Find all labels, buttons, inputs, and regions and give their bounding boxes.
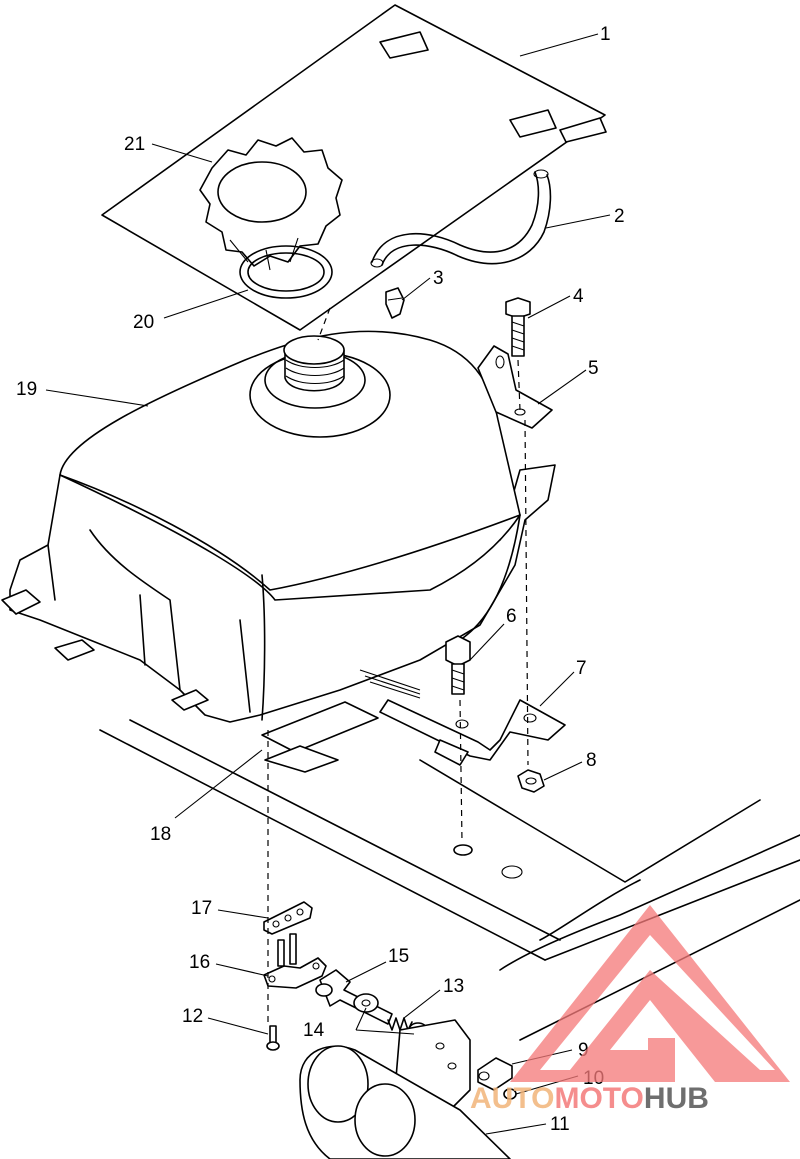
callout-11: 11 [550, 1114, 570, 1135]
callout-12: 12 [182, 1006, 203, 1027]
callout-19: 19 [16, 379, 37, 400]
watermark-text: AUTOMOTOHUB [470, 1082, 709, 1115]
part-3-vent-fitting [385, 287, 405, 319]
part-17-plate [263, 901, 313, 935]
watermark-triangle-icon [510, 905, 790, 1082]
callout-3: 3 [433, 268, 444, 289]
callout-labels: 1 2 3 4 5 6 7 8 9 10 11 12 13 14 15 16 1… [16, 24, 625, 1135]
callout-18: 18 [150, 824, 171, 845]
callout-13: 13 [443, 976, 464, 997]
part-2-vent-hose [370, 169, 552, 268]
part-11-column [299, 1019, 511, 1159]
callout-14: 14 [303, 1020, 325, 1041]
callout-2: 2 [614, 206, 625, 227]
callout-15: 15 [388, 946, 409, 967]
part-5-bracket [477, 345, 553, 429]
part-16-fuel-valve [263, 933, 327, 989]
part-7-mount-bracket [359, 669, 566, 766]
part-6-bolt [445, 635, 471, 695]
part-21-fuel-cap [199, 137, 343, 271]
part-18-pad [261, 701, 379, 773]
callout-5: 5 [588, 358, 599, 379]
callout-7: 7 [576, 658, 587, 679]
part-12-screw [266, 1025, 280, 1051]
leader-lines [45, 33, 611, 1135]
part-4-bolt [505, 297, 531, 357]
callout-8: 8 [586, 750, 597, 771]
callout-4: 4 [573, 286, 584, 307]
callout-9: 9 [578, 1040, 589, 1061]
alignment-lines [267, 307, 529, 1022]
part-19-fuel-tank [1, 330, 556, 723]
callout-21: 21 [124, 134, 145, 155]
part-9-nut [477, 1057, 513, 1091]
callout-20: 20 [133, 312, 154, 333]
callout-17: 17 [191, 898, 212, 919]
frame [99, 719, 800, 1041]
callout-1: 1 [600, 24, 611, 45]
callout-16: 16 [189, 952, 210, 973]
part-20-retainer-ring [239, 245, 333, 299]
part-1-heat-shield [101, 4, 607, 331]
part-8-nut [517, 769, 545, 793]
automotohub-watermark: AUTOMOTOHUB [470, 905, 790, 1115]
callout-6: 6 [506, 606, 517, 627]
